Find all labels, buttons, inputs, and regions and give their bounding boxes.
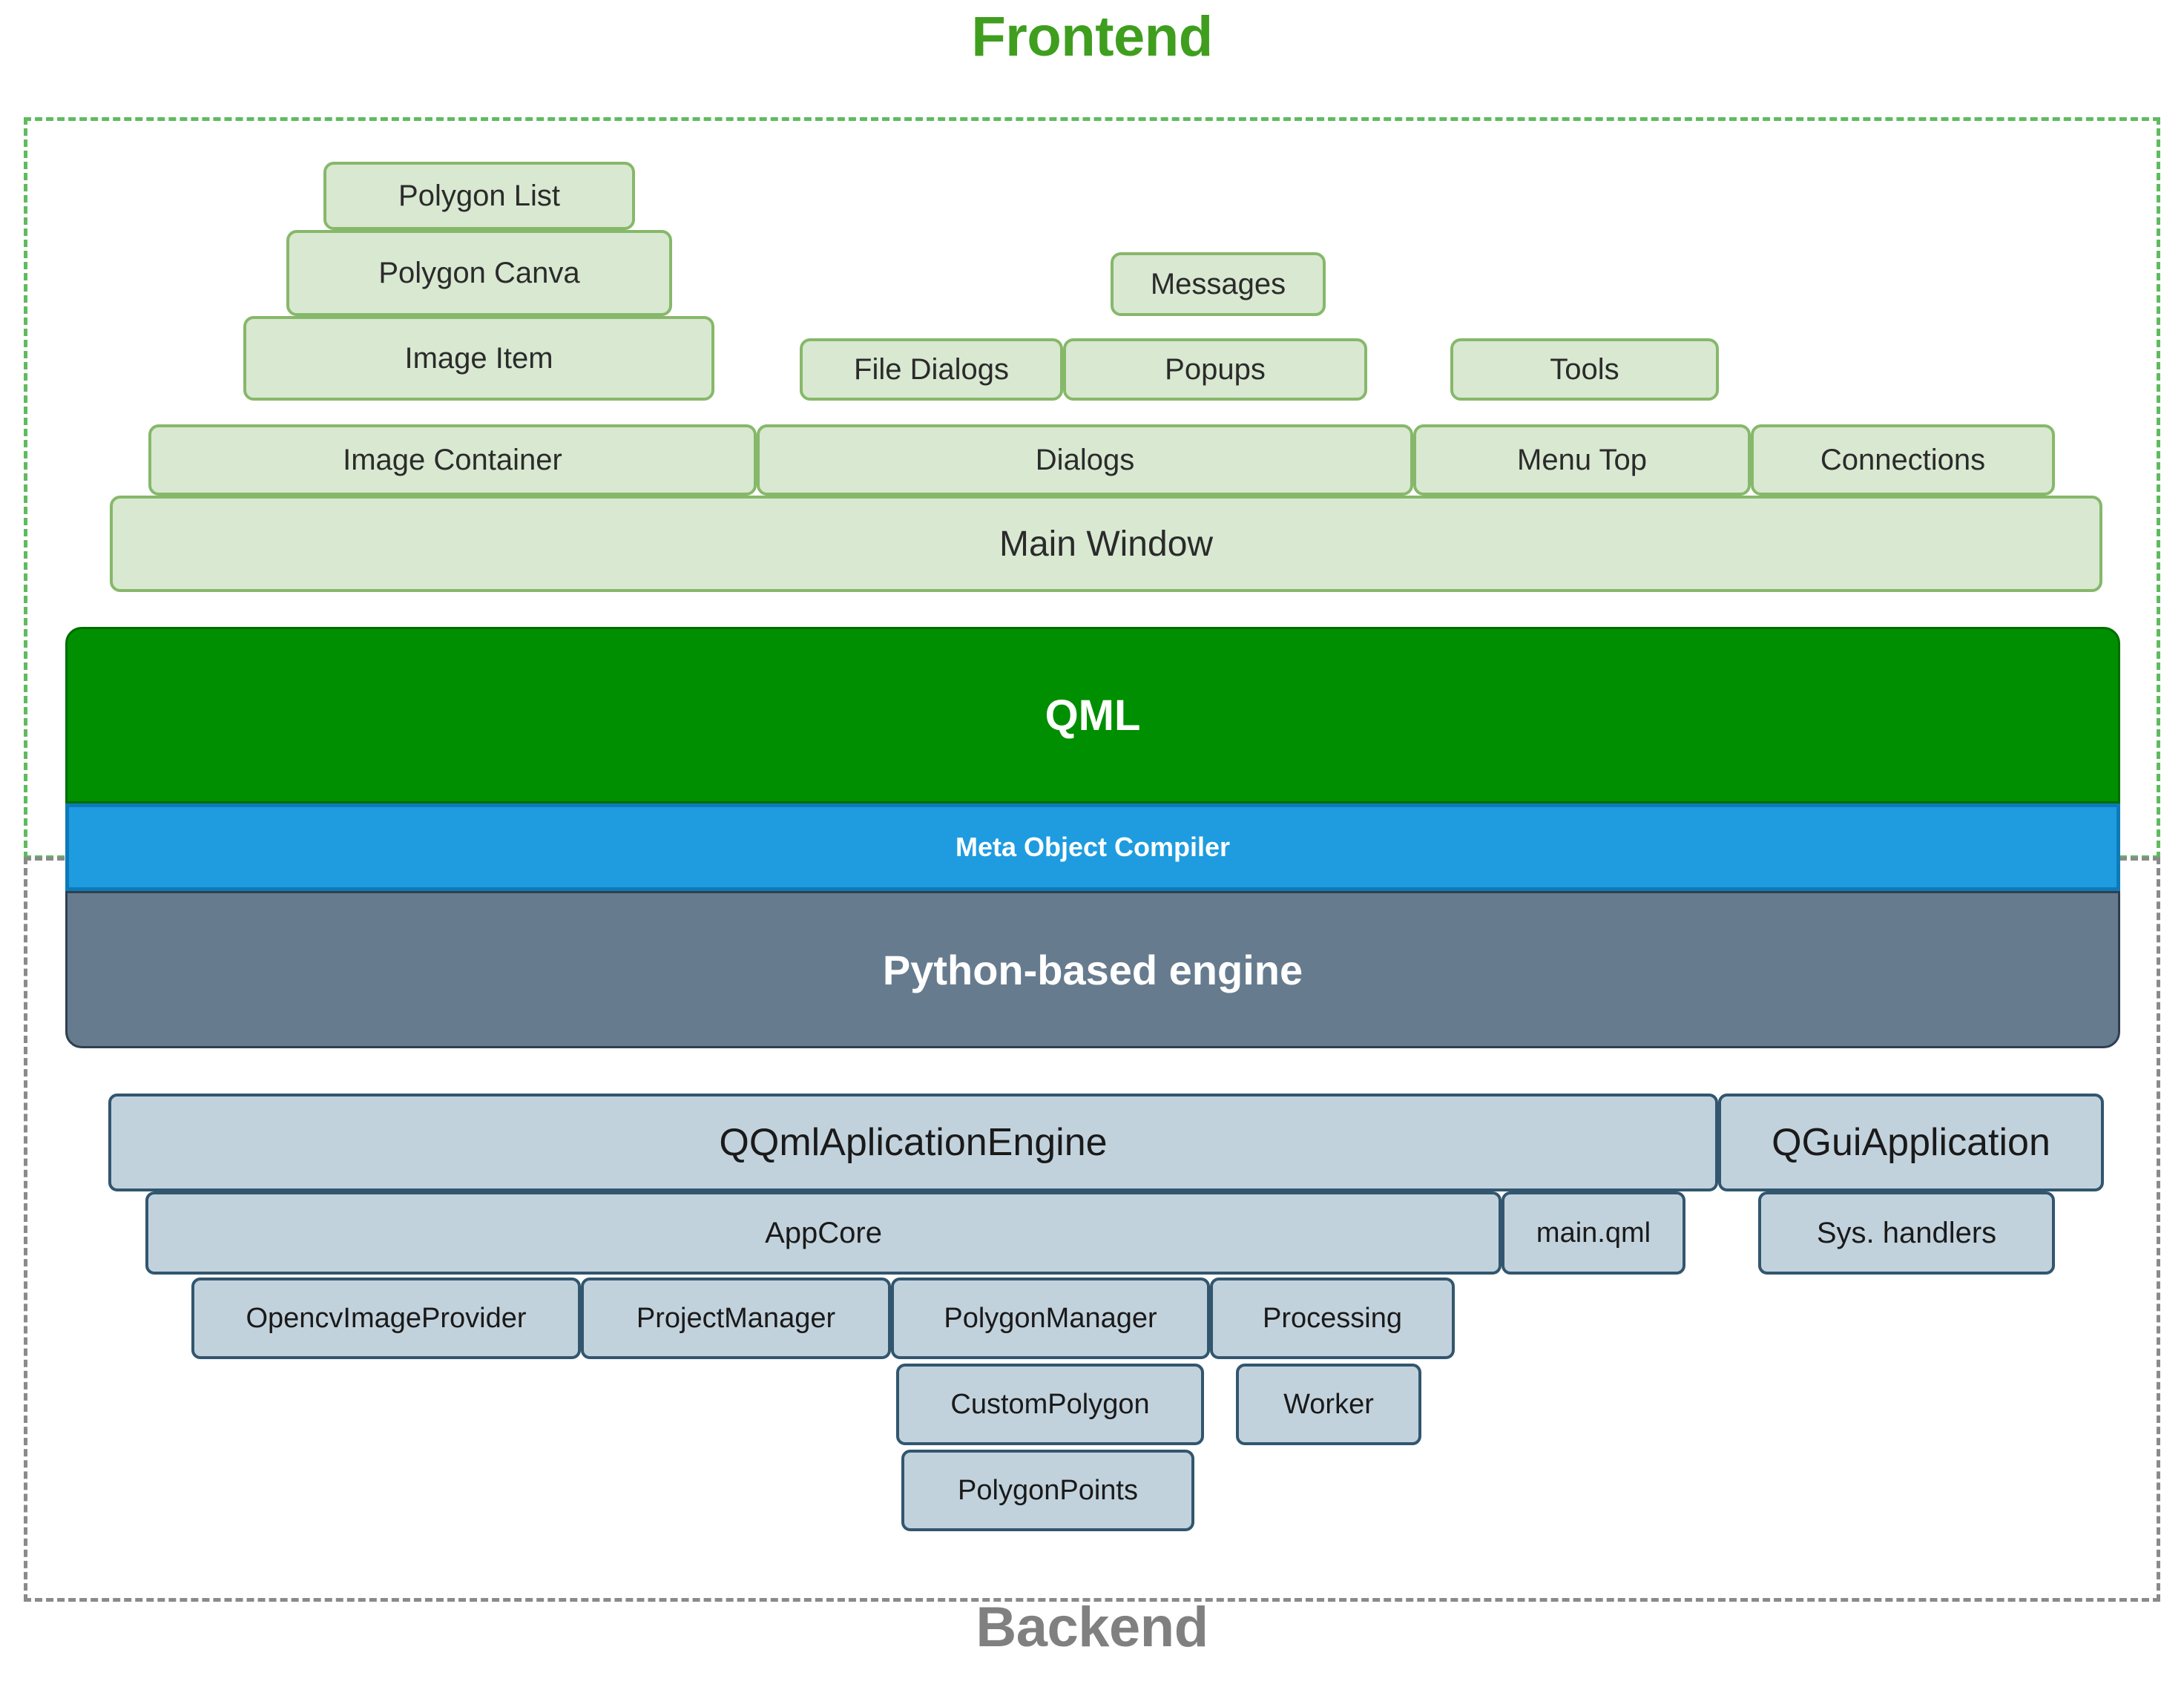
component-polygon-canva[interactable]: Polygon Canva bbox=[286, 230, 672, 316]
component-main-window[interactable]: Main Window bbox=[110, 496, 2102, 592]
component-image-container[interactable]: Image Container bbox=[148, 424, 757, 496]
component-polygon-points[interactable]: PolygonPoints bbox=[901, 1450, 1194, 1531]
component-processing[interactable]: Processing bbox=[1210, 1278, 1455, 1359]
component-qqml-application-engine[interactable]: QQmlAplicationEngine bbox=[108, 1094, 1718, 1191]
component-opencv-image-provider[interactable]: OpencvImageProvider bbox=[191, 1278, 581, 1359]
layer-python-based-engine[interactable]: Python-based engine bbox=[65, 891, 2120, 1048]
component-tools[interactable]: Tools bbox=[1450, 338, 1719, 401]
frontend-section-title: Frontend bbox=[971, 5, 1213, 68]
component-polygon-list[interactable]: Polygon List bbox=[323, 162, 635, 230]
backend-section-title: Backend bbox=[976, 1596, 1208, 1659]
component-appcore[interactable]: AppCore bbox=[145, 1191, 1502, 1275]
component-project-manager[interactable]: ProjectManager bbox=[581, 1278, 891, 1359]
component-menu-top[interactable]: Menu Top bbox=[1413, 424, 1751, 496]
component-custom-polygon[interactable]: CustomPolygon bbox=[896, 1364, 1204, 1445]
component-connections[interactable]: Connections bbox=[1751, 424, 2055, 496]
component-worker[interactable]: Worker bbox=[1236, 1364, 1421, 1445]
layer-meta-object-compiler[interactable]: Meta Object Compiler bbox=[65, 803, 2120, 891]
component-main-qml[interactable]: main.qml bbox=[1502, 1191, 1685, 1275]
component-image-item[interactable]: Image Item bbox=[243, 316, 714, 401]
component-sys-handlers[interactable]: Sys. handlers bbox=[1758, 1191, 2055, 1275]
component-dialogs[interactable]: Dialogs bbox=[757, 424, 1413, 496]
layer-qml[interactable]: QML bbox=[65, 627, 2120, 803]
component-polygon-manager[interactable]: PolygonManager bbox=[891, 1278, 1210, 1359]
component-popups[interactable]: Popups bbox=[1063, 338, 1367, 401]
component-file-dialogs[interactable]: File Dialogs bbox=[800, 338, 1063, 401]
component-qgui-application[interactable]: QGuiApplication bbox=[1718, 1094, 2104, 1191]
component-messages[interactable]: Messages bbox=[1111, 252, 1326, 316]
